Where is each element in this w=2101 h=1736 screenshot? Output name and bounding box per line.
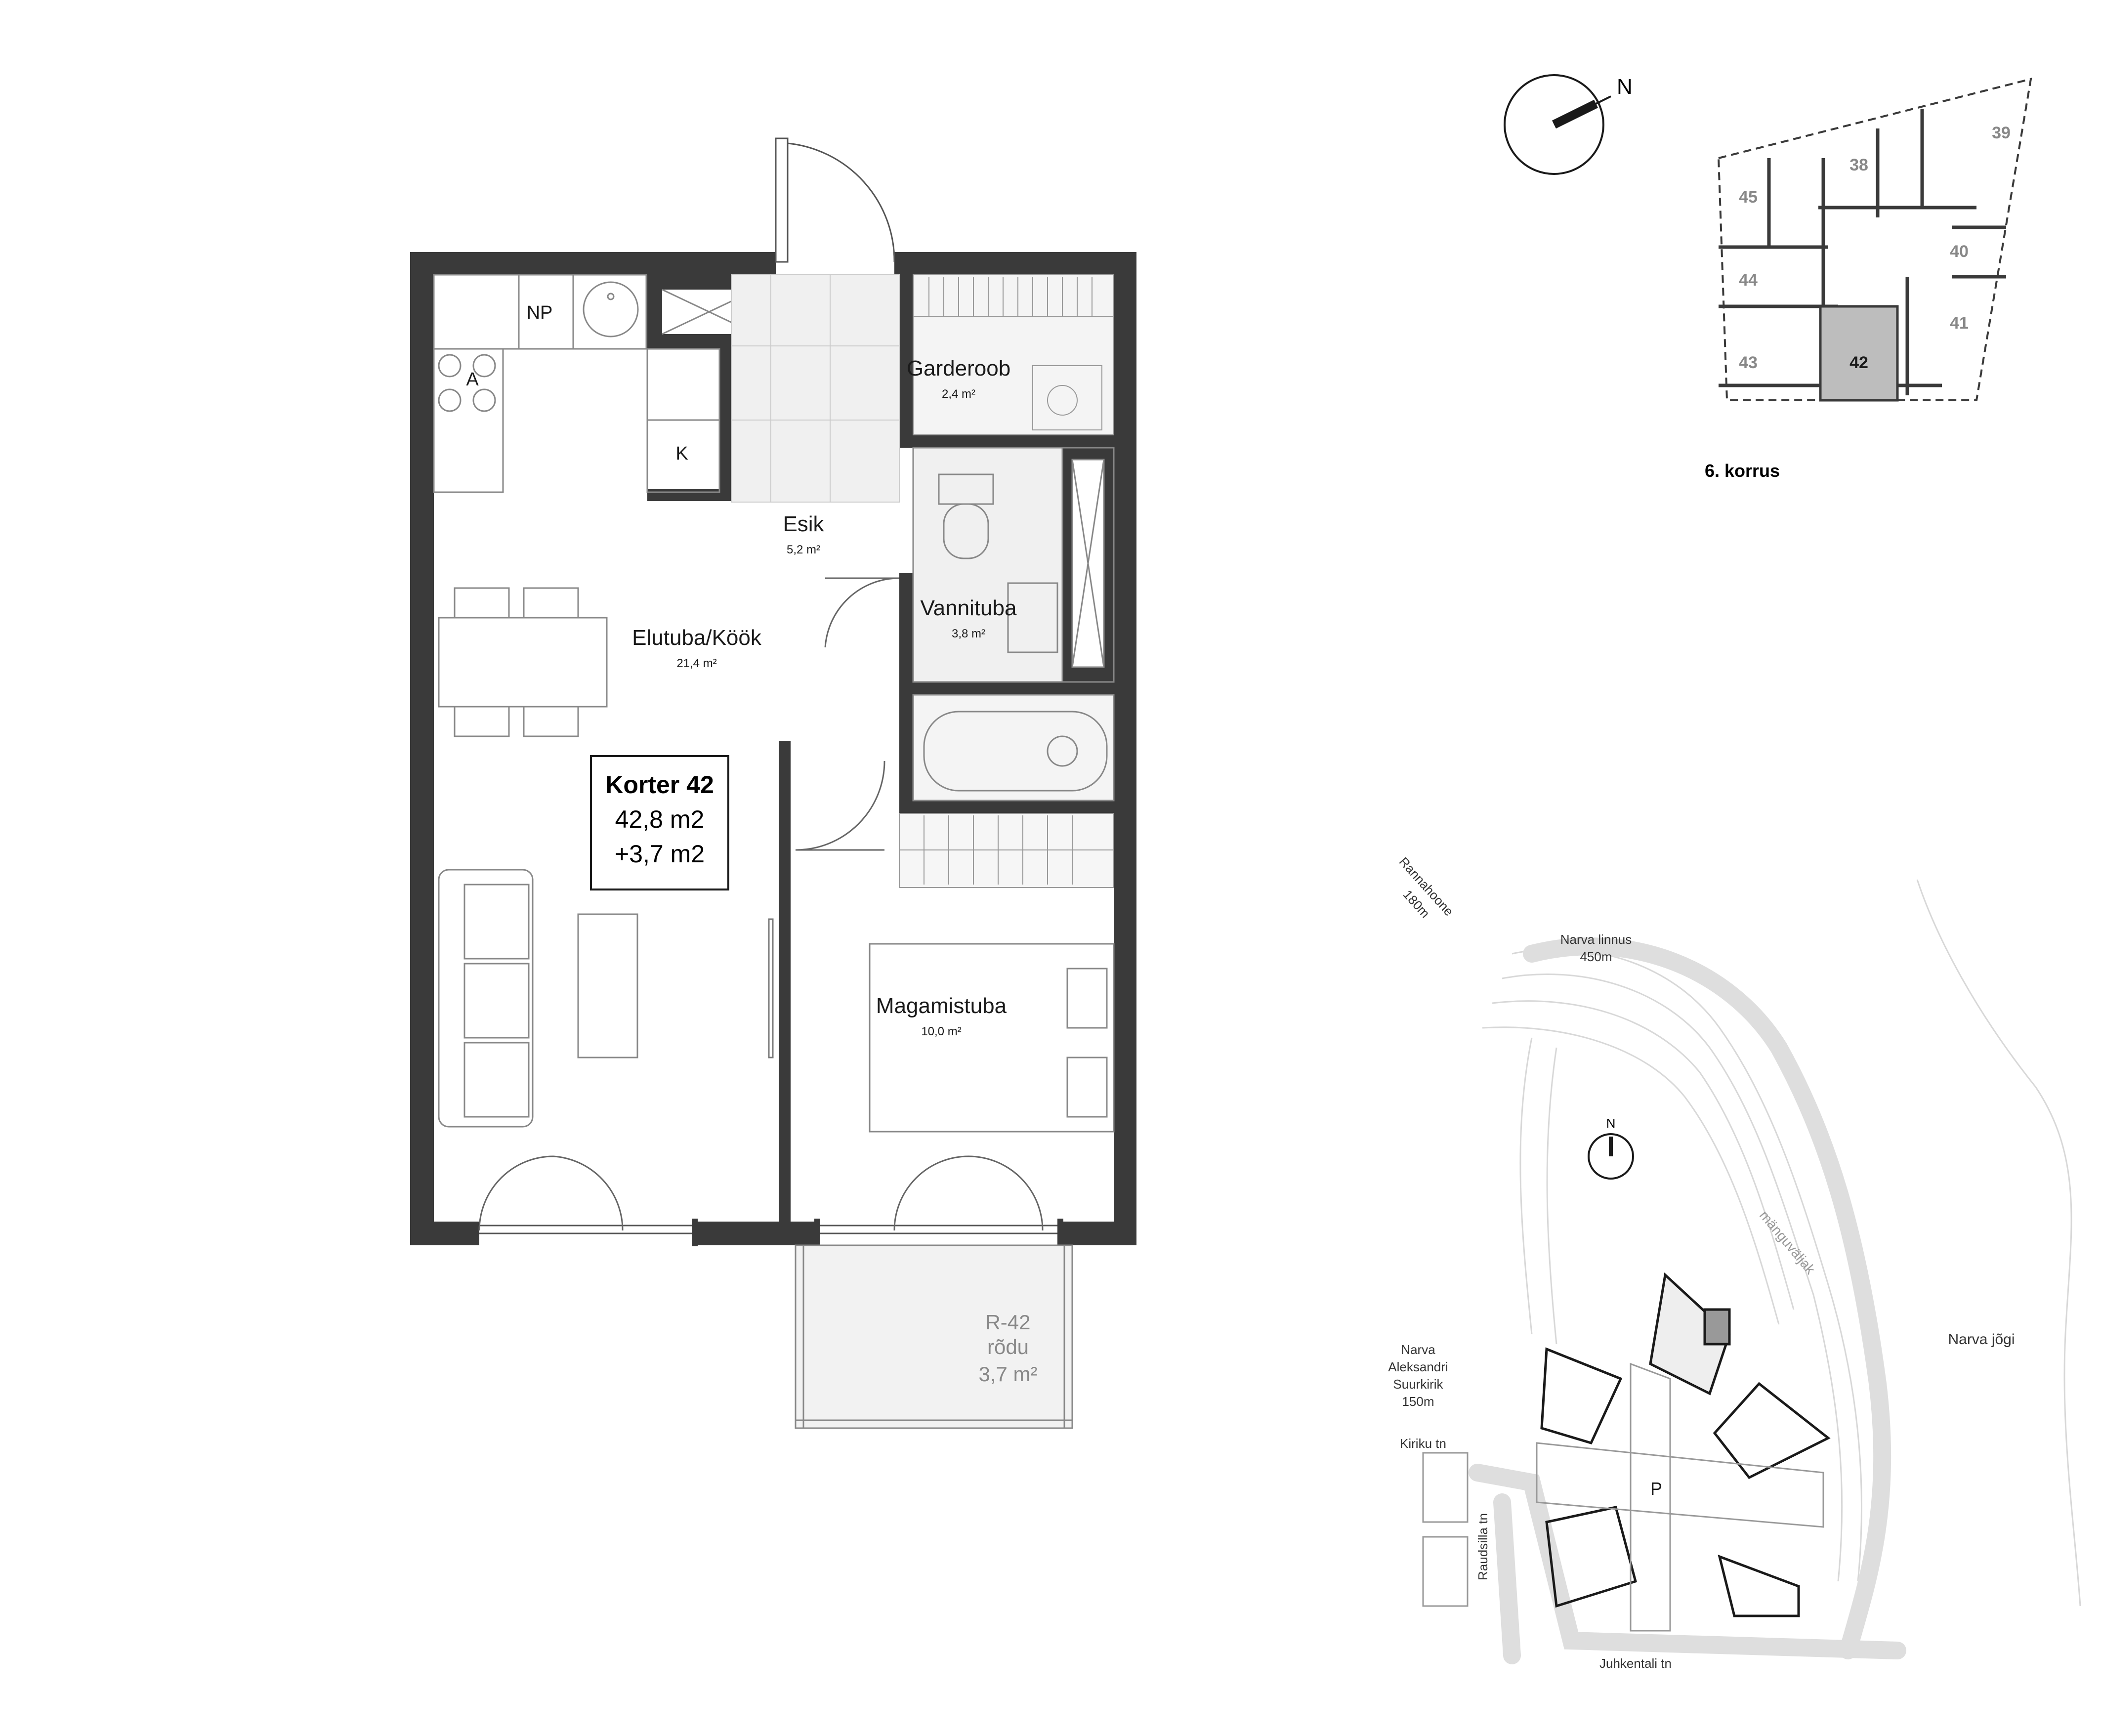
dining-table xyxy=(438,587,608,737)
balcony xyxy=(795,1244,1073,1429)
entry-tiles xyxy=(731,274,900,503)
balcony-name: rõdu xyxy=(987,1335,1029,1358)
apartment-title: Korter 42 xyxy=(605,771,714,799)
fixture-a-label: A xyxy=(466,369,479,390)
balcony-code: R-42 xyxy=(985,1311,1030,1334)
site-north-arrow: N xyxy=(1588,1116,1634,1180)
room-name-esik: Esik xyxy=(783,512,824,536)
room-area-esik: 5,2 m² xyxy=(787,543,820,556)
sofa xyxy=(438,869,638,1128)
site-map: N Rannahoone 180m Narva linnus 450m mäng… xyxy=(1388,854,2081,1671)
site-outbuildings xyxy=(1422,1452,1469,1607)
apartment-info-box: Korter 42 42,8 m2 +3,7 m2 xyxy=(590,755,729,890)
unit-label: 44 xyxy=(1739,271,1758,290)
entrance-door xyxy=(775,137,895,263)
fixture-np-label: NP xyxy=(527,302,553,323)
compass-needle-icon xyxy=(1552,99,1598,129)
apartment-balcony-area: +3,7 m2 xyxy=(615,840,705,868)
room-name-vannituba: Vannituba xyxy=(921,596,1017,620)
apartment-plan xyxy=(410,137,1136,1429)
compass: N xyxy=(1504,74,1633,175)
site-label-kiriku-tn: Kiriku tn xyxy=(1400,1436,1446,1451)
floor-key-plan: 39 38 45 40 44 41 43 42 6. korrus xyxy=(1705,78,2032,481)
site-label-kirik-1: Narva xyxy=(1401,1342,1435,1357)
compass-ring xyxy=(1504,74,1604,175)
double-bed xyxy=(869,943,1115,1133)
site-north-label: N xyxy=(1606,1116,1616,1131)
room-name-garderoob: Garderoob xyxy=(907,356,1010,381)
room-area-elutuba: 21,4 m² xyxy=(676,657,716,670)
fixture-k-label: K xyxy=(675,443,688,464)
room-labels: NP A K Garderoob 2,4 m² Esik 5,2 m² Vann… xyxy=(466,302,1037,1386)
room-area-vannituba: 3,8 m² xyxy=(952,627,985,640)
unit-label: 40 xyxy=(1950,242,1969,261)
compass-north-label: N xyxy=(1617,75,1633,99)
site-buildings xyxy=(1540,1272,1831,1617)
site-label-narva-jogi: Narva jõgi xyxy=(1948,1331,2015,1348)
unit-label-highlighted: 42 xyxy=(1849,353,1868,372)
site-label-kirik-3: Suurkirik xyxy=(1393,1377,1443,1392)
floor-unit-labels: 39 38 45 40 44 41 43 42 xyxy=(1739,124,2011,372)
unit-label: 38 xyxy=(1849,156,1868,174)
balcony-area: 3,7 m² xyxy=(978,1362,1037,1386)
floor-caption: 6. korrus xyxy=(1705,461,1780,481)
room-name-magamistuba: Magamistuba xyxy=(876,994,1007,1018)
site-label-narva-linnus-distance: 450m xyxy=(1580,949,1612,964)
room-area-garderoob: 2,4 m² xyxy=(942,387,975,401)
site-parking xyxy=(1536,1362,1824,1632)
wardrobe-rails xyxy=(913,274,1114,435)
kitchen-counters xyxy=(433,274,756,493)
room-name-elutuba: Elutuba/Köök xyxy=(632,626,762,650)
bathroom-fixtures xyxy=(912,447,1115,802)
unit-label: 41 xyxy=(1950,314,1969,333)
site-label-parking: P xyxy=(1650,1479,1662,1499)
bedroom-storage xyxy=(899,813,1114,888)
unit-label: 43 xyxy=(1739,353,1758,372)
site-label-kirik-2: Aleksandri xyxy=(1388,1359,1448,1374)
apartment-area: 42,8 m2 xyxy=(615,805,705,833)
unit-42-highlight xyxy=(1819,305,1899,402)
entrance-opening xyxy=(776,250,894,277)
site-terrain-lines xyxy=(1482,879,2081,1607)
unit-label: 39 xyxy=(1992,124,2011,142)
site-label-narva-linnus: Narva linnus xyxy=(1560,932,1632,947)
room-area-magamistuba: 10,0 m² xyxy=(921,1025,961,1038)
site-label-raudsilla-tn: Raudsilla tn xyxy=(1475,1513,1490,1580)
site-label-juhkentali-tn: Juhkentali tn xyxy=(1599,1656,1672,1671)
site-label-kirik-4: 150m xyxy=(1402,1394,1434,1409)
unit-label: 45 xyxy=(1739,188,1758,207)
